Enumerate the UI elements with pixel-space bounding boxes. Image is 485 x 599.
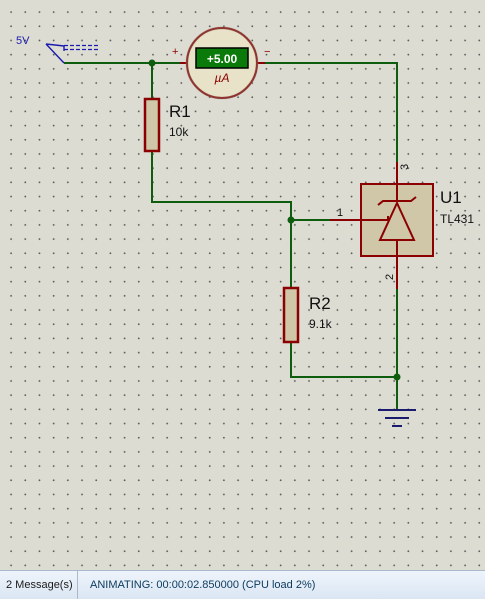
u1-part: TL431 [440,212,474,226]
wires [64,62,398,410]
ammeter[interactable]: +5.00 µA + − [172,26,270,100]
ammeter-reading: +5.00 [207,52,238,66]
ground-symbol[interactable] [378,409,416,427]
r1-designator: R1 [169,102,191,121]
wire-r1-to-r2 [151,151,292,288]
junction-dot [148,59,156,67]
simulation-status-text: ANIMATING: 00:00:02.850000 (CPU load 2%) [90,579,316,591]
u1-pin-anode-label: 2 [384,274,396,280]
ammeter-unit: µA [215,71,230,85]
power-terminal-label: 5V [16,35,30,47]
r1-value: 10k [169,125,189,139]
ammeter-lcd [195,47,249,69]
circuit-diagram: 5V +5. [16,26,474,427]
resistor-r1[interactable]: R1 10k [143,97,191,153]
resistor-body [282,286,300,344]
u1-pin-cathode-label: 3 [399,164,411,170]
r2-designator: R2 [309,294,331,313]
u1-designator: U1 [440,188,462,207]
status-bar: 2 Message(s) ANIMATING: 00:00:02.850000 … [0,570,485,599]
wire-ammeter-to-u1-cathode [258,62,398,162]
junctions [148,59,401,381]
u1-pin-ref-label: 1 [337,207,343,219]
zener-triangle [378,200,416,241]
wire-r2-to-ground [290,342,397,378]
resistor-body [143,97,161,153]
messages-count-button[interactable]: 2 Message(s) [0,571,78,599]
junction-dot [393,373,401,381]
ammeter-plus-label: + [172,46,178,58]
r2-value: 9.1k [309,317,333,331]
power-terminal-5v[interactable]: 5V [16,35,98,64]
junction-dot [287,216,295,224]
schematic-canvas[interactable]: 5V +5. [0,0,485,570]
resistor-r2[interactable]: R2 9.1k [282,286,333,344]
u1-tl431[interactable]: U1 TL431 1 3 2 [330,162,474,289]
ammeter-minus-label: − [264,46,270,58]
terminal-arrow [45,43,65,64]
